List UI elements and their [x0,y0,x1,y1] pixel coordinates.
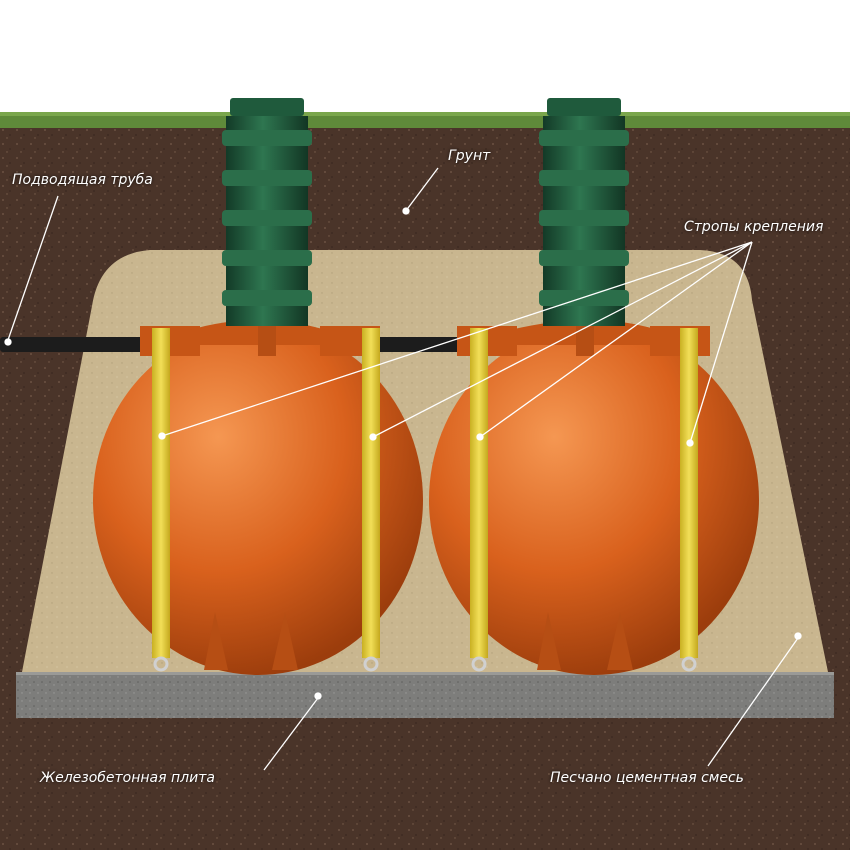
label-straps: Стропы крепления [684,219,824,235]
label-inlet-pipe: Подводящая труба [12,172,153,188]
anchor-ring-icon [153,656,169,672]
leader-lines [4,167,802,771]
straps [152,328,698,672]
neck-left [222,98,312,326]
anchor-ring-icon [363,656,379,672]
neck-right [539,98,629,326]
anchor-ring-icon [681,656,697,672]
sky [0,0,850,118]
label-slab: Железобетонная плита [40,770,215,786]
strap-4 [680,328,698,658]
inlet-pipe [0,337,160,352]
strap-3 [470,328,488,658]
strap-1 [152,328,170,658]
label-soil: Грунт [448,148,491,164]
strap-2 [362,328,380,658]
label-mix: Песчано цементная смесь [550,770,744,786]
concrete-slab [16,672,834,718]
anchor-ring-icon [471,656,487,672]
